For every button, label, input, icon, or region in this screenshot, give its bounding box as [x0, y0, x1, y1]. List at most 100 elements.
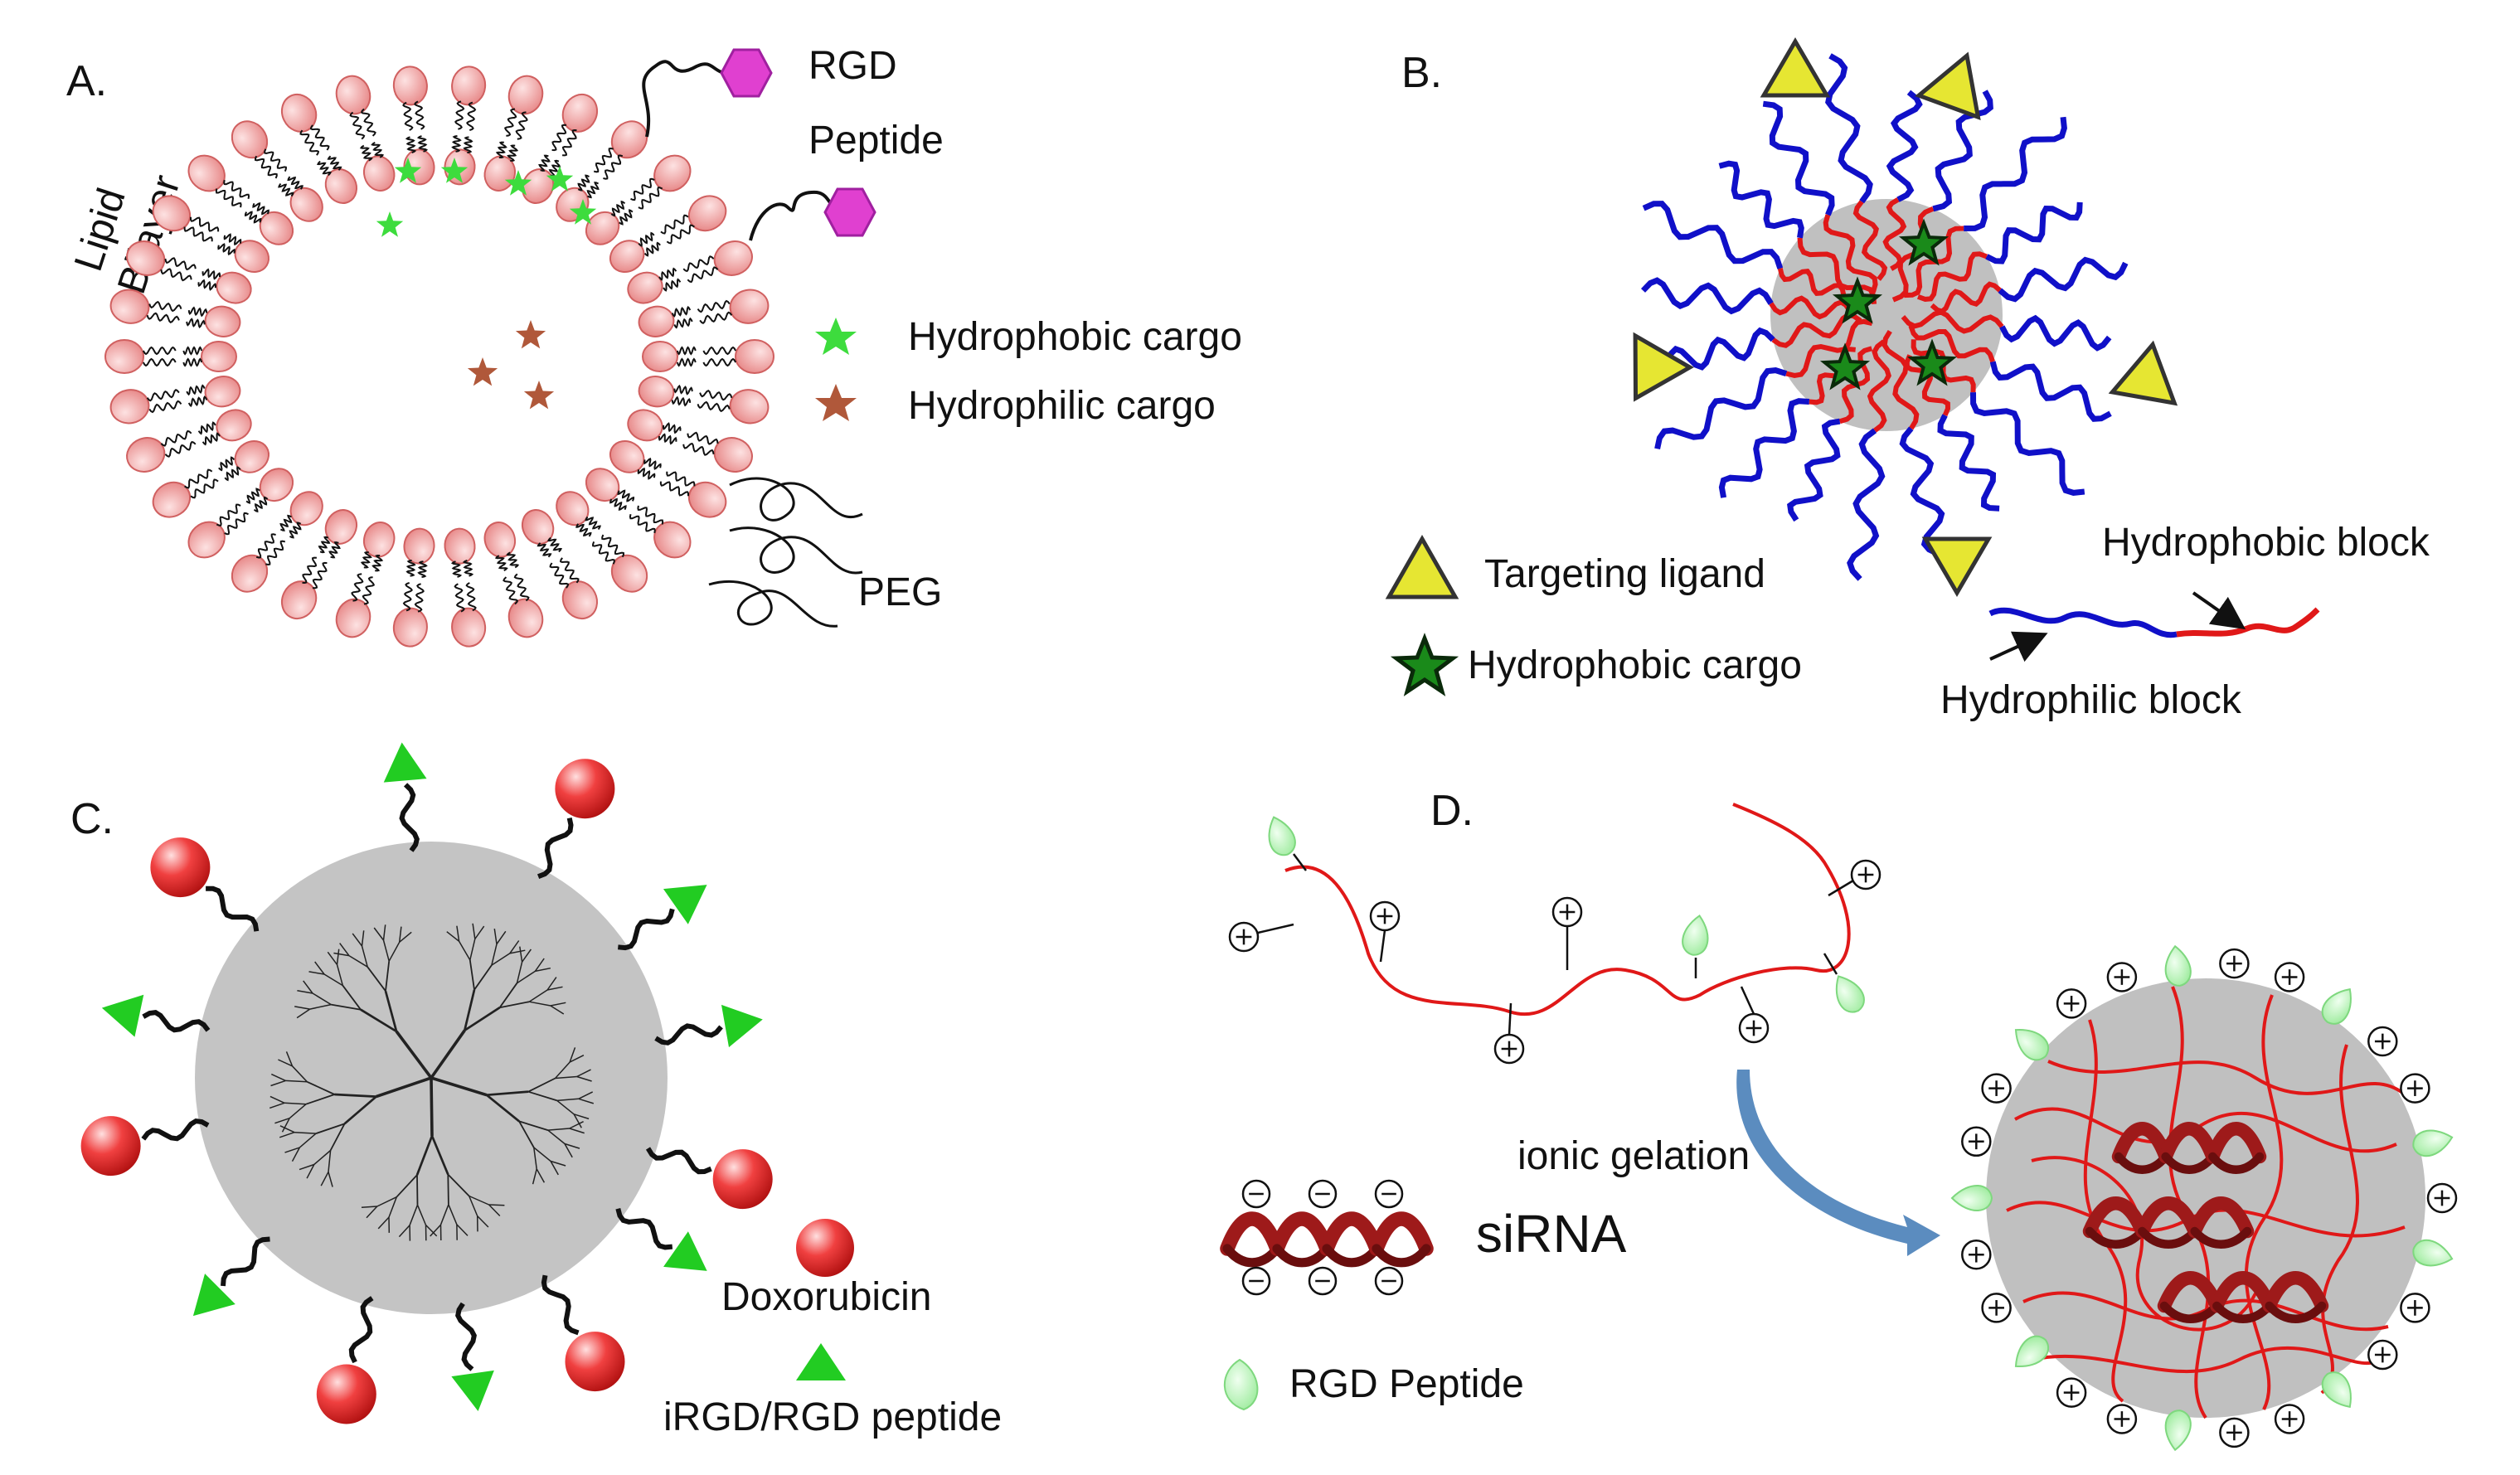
- linker: [1740, 986, 1755, 1015]
- lipid-tail: [148, 300, 182, 313]
- hydrophilic-chain: [1998, 256, 2129, 303]
- targeting-ligand-icon: [2108, 340, 2178, 406]
- dendrimer-branch: [535, 967, 551, 973]
- lipid-tail: [671, 305, 692, 318]
- linker: [141, 1118, 210, 1142]
- dendrimer-branch: [398, 926, 402, 943]
- hydrophobic-cargo-star-icon: [1390, 633, 1459, 696]
- lipid-tail: [643, 457, 662, 470]
- hydrophobic-cargo-star-icon: [440, 158, 469, 183]
- lipid-tail: [146, 312, 180, 324]
- lipid-head-icon: [627, 271, 663, 304]
- dendrimer-branch: [327, 951, 338, 965]
- micelle-chains: [1640, 53, 2129, 581]
- dendrimer-branches: [269, 923, 595, 1241]
- gelation-arrow-icon: [1736, 1070, 1940, 1256]
- lipid-tail: [537, 542, 552, 558]
- lipid-head-icon: [109, 289, 150, 324]
- dendrimer-branch: [556, 1099, 575, 1115]
- negative-charge-icon: [1308, 1266, 1338, 1296]
- positive-charge-icon: [1738, 1012, 1770, 1044]
- micelle-ligands: [1633, 37, 2178, 597]
- lipid-tail: [702, 346, 737, 356]
- panel-d: D. ionic gelation siRNA RGD Peptide: [1220, 787, 2458, 1452]
- panel-b: B. Targeting ligand Hydrophobic cargo Hy…: [1385, 37, 2430, 722]
- lipid-tail: [299, 129, 320, 156]
- lipid-head-icon: [687, 481, 727, 518]
- peg-label: PEG: [858, 570, 942, 614]
- lipid-head-icon: [653, 154, 692, 192]
- positive-charge-icon: [2367, 1339, 2398, 1371]
- linker: [348, 1296, 374, 1364]
- dendrimer-branch: [550, 1002, 566, 1007]
- dendrimer-branch: [416, 1205, 427, 1225]
- dendrimer-branch: [309, 1003, 332, 1010]
- dendrimer-branch: [573, 1114, 590, 1120]
- hydrophilic-block-chain: [1988, 607, 2178, 638]
- dendrimer-branch: [464, 1007, 501, 1031]
- rgd-peptide-label-line2: Peptide: [808, 119, 944, 163]
- hydrophobic-block-label: Hydrophobic block: [2102, 521, 2430, 565]
- lipid-tail: [513, 573, 530, 602]
- lipid-tail: [637, 505, 664, 525]
- dendrimer-branch: [564, 1143, 580, 1149]
- linker: [1257, 923, 1294, 934]
- peptide-triangle-icon: [101, 994, 144, 1037]
- positive-charge-icon: [1369, 900, 1401, 932]
- lipid-tail: [548, 159, 561, 177]
- doxorubicin-icon: [565, 1332, 625, 1392]
- lipid-head-icon: [126, 240, 166, 276]
- hydrophilic-chain: [1970, 392, 2085, 496]
- lipid-tail: [187, 306, 208, 318]
- dendrimer-branch: [430, 1077, 434, 1137]
- rgd-drop-icon: [1835, 975, 1865, 1013]
- dendrimer-branch: [314, 961, 325, 975]
- lipid-head-icon: [403, 527, 435, 565]
- hydrophilic-chain: [1762, 100, 1835, 216]
- lipid-head-icon: [362, 155, 396, 192]
- dendrimer-branch: [315, 1123, 345, 1134]
- dendrimer-branch: [439, 1204, 449, 1225]
- peptide-triangle-icon: [663, 1231, 707, 1271]
- lipid-tail: [638, 231, 655, 247]
- hydrophobic-cargo-star-icon: [504, 170, 532, 196]
- lipid-tail: [265, 540, 286, 566]
- hydrophilic-chain: [1640, 277, 1774, 315]
- lipid-tail: [359, 144, 373, 162]
- lipid-head-icon: [729, 389, 770, 425]
- lipid-head-icon: [324, 509, 358, 545]
- dendrimer-branch: [382, 939, 390, 962]
- doxorubicin-icon: [80, 1116, 141, 1177]
- lipid-head-icon: [201, 341, 237, 372]
- lipid-head-icon: [585, 468, 620, 502]
- lipid-tail: [465, 582, 477, 612]
- hydrophobic-cargo-star-icon: [1898, 218, 1949, 266]
- lipid-tail: [503, 576, 519, 605]
- lipid-tail: [699, 389, 733, 401]
- lipid-head-icon: [104, 339, 144, 374]
- lipid-tail: [682, 255, 715, 273]
- dendrimer-branch: [496, 930, 507, 945]
- lipid-head-icon: [392, 66, 428, 106]
- positive-charge-icon: [1961, 1126, 1992, 1157]
- hydrophobic-block-chain: [2176, 607, 2320, 638]
- dendrimer-branch: [409, 1205, 419, 1225]
- rgd-peptide-legend-icon: [1223, 1358, 1259, 1411]
- lipid-tail: [515, 111, 528, 140]
- dendrimer-branch: [447, 1173, 470, 1197]
- linker: [1828, 879, 1854, 897]
- lipid-head-icon: [216, 409, 252, 442]
- rgd-drop-icon: [2164, 1409, 2192, 1452]
- dendrimer-branch: [578, 1098, 595, 1104]
- dendrimer-branch: [550, 1160, 566, 1167]
- dendrimer-branch: [486, 1090, 529, 1097]
- lipid-tail: [414, 583, 425, 613]
- lipid-tail: [187, 395, 208, 408]
- dendrimer-branch: [396, 1174, 418, 1198]
- lipid-tail: [687, 431, 719, 445]
- linker: [615, 1207, 673, 1250]
- lipid-tail: [223, 179, 250, 199]
- dendrimer-branch: [536, 1168, 546, 1183]
- rgd-hexagon-icon: [720, 48, 773, 98]
- lipid-tail: [637, 467, 656, 480]
